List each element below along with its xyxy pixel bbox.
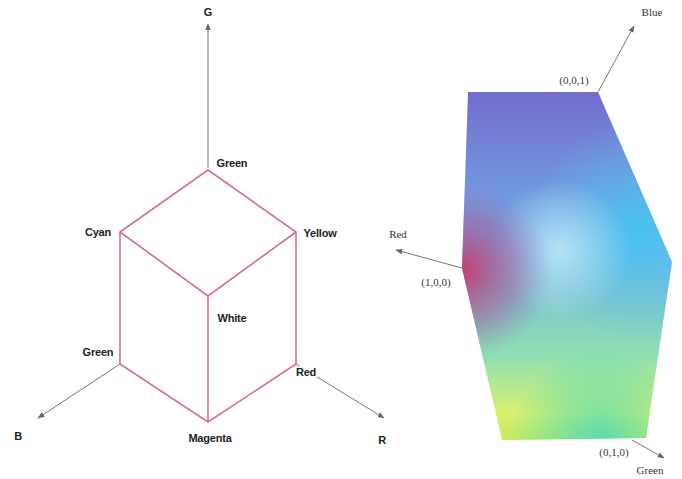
vertex-name: Magenta (187, 432, 232, 444)
axis-name: Red (388, 228, 408, 240)
vertex-name: Green (82, 346, 115, 358)
vertex-name: White (217, 312, 248, 324)
coordinate-label: (0,1,0) (598, 446, 629, 458)
vertex-name: Cyan (84, 226, 112, 238)
vertex-name: Yellow (302, 227, 337, 239)
coordinate-label: (1,0,0) (420, 276, 451, 288)
axis-name: B (13, 430, 23, 442)
axis-name: R (377, 434, 387, 446)
vertex-name: Green (216, 157, 249, 169)
axis-name: Blue (641, 6, 664, 18)
vertex-name: Red (295, 366, 317, 378)
axis-name: G (203, 6, 213, 18)
coordinate-label: (0,0,1) (558, 74, 589, 86)
axis-name: Green (636, 464, 665, 476)
